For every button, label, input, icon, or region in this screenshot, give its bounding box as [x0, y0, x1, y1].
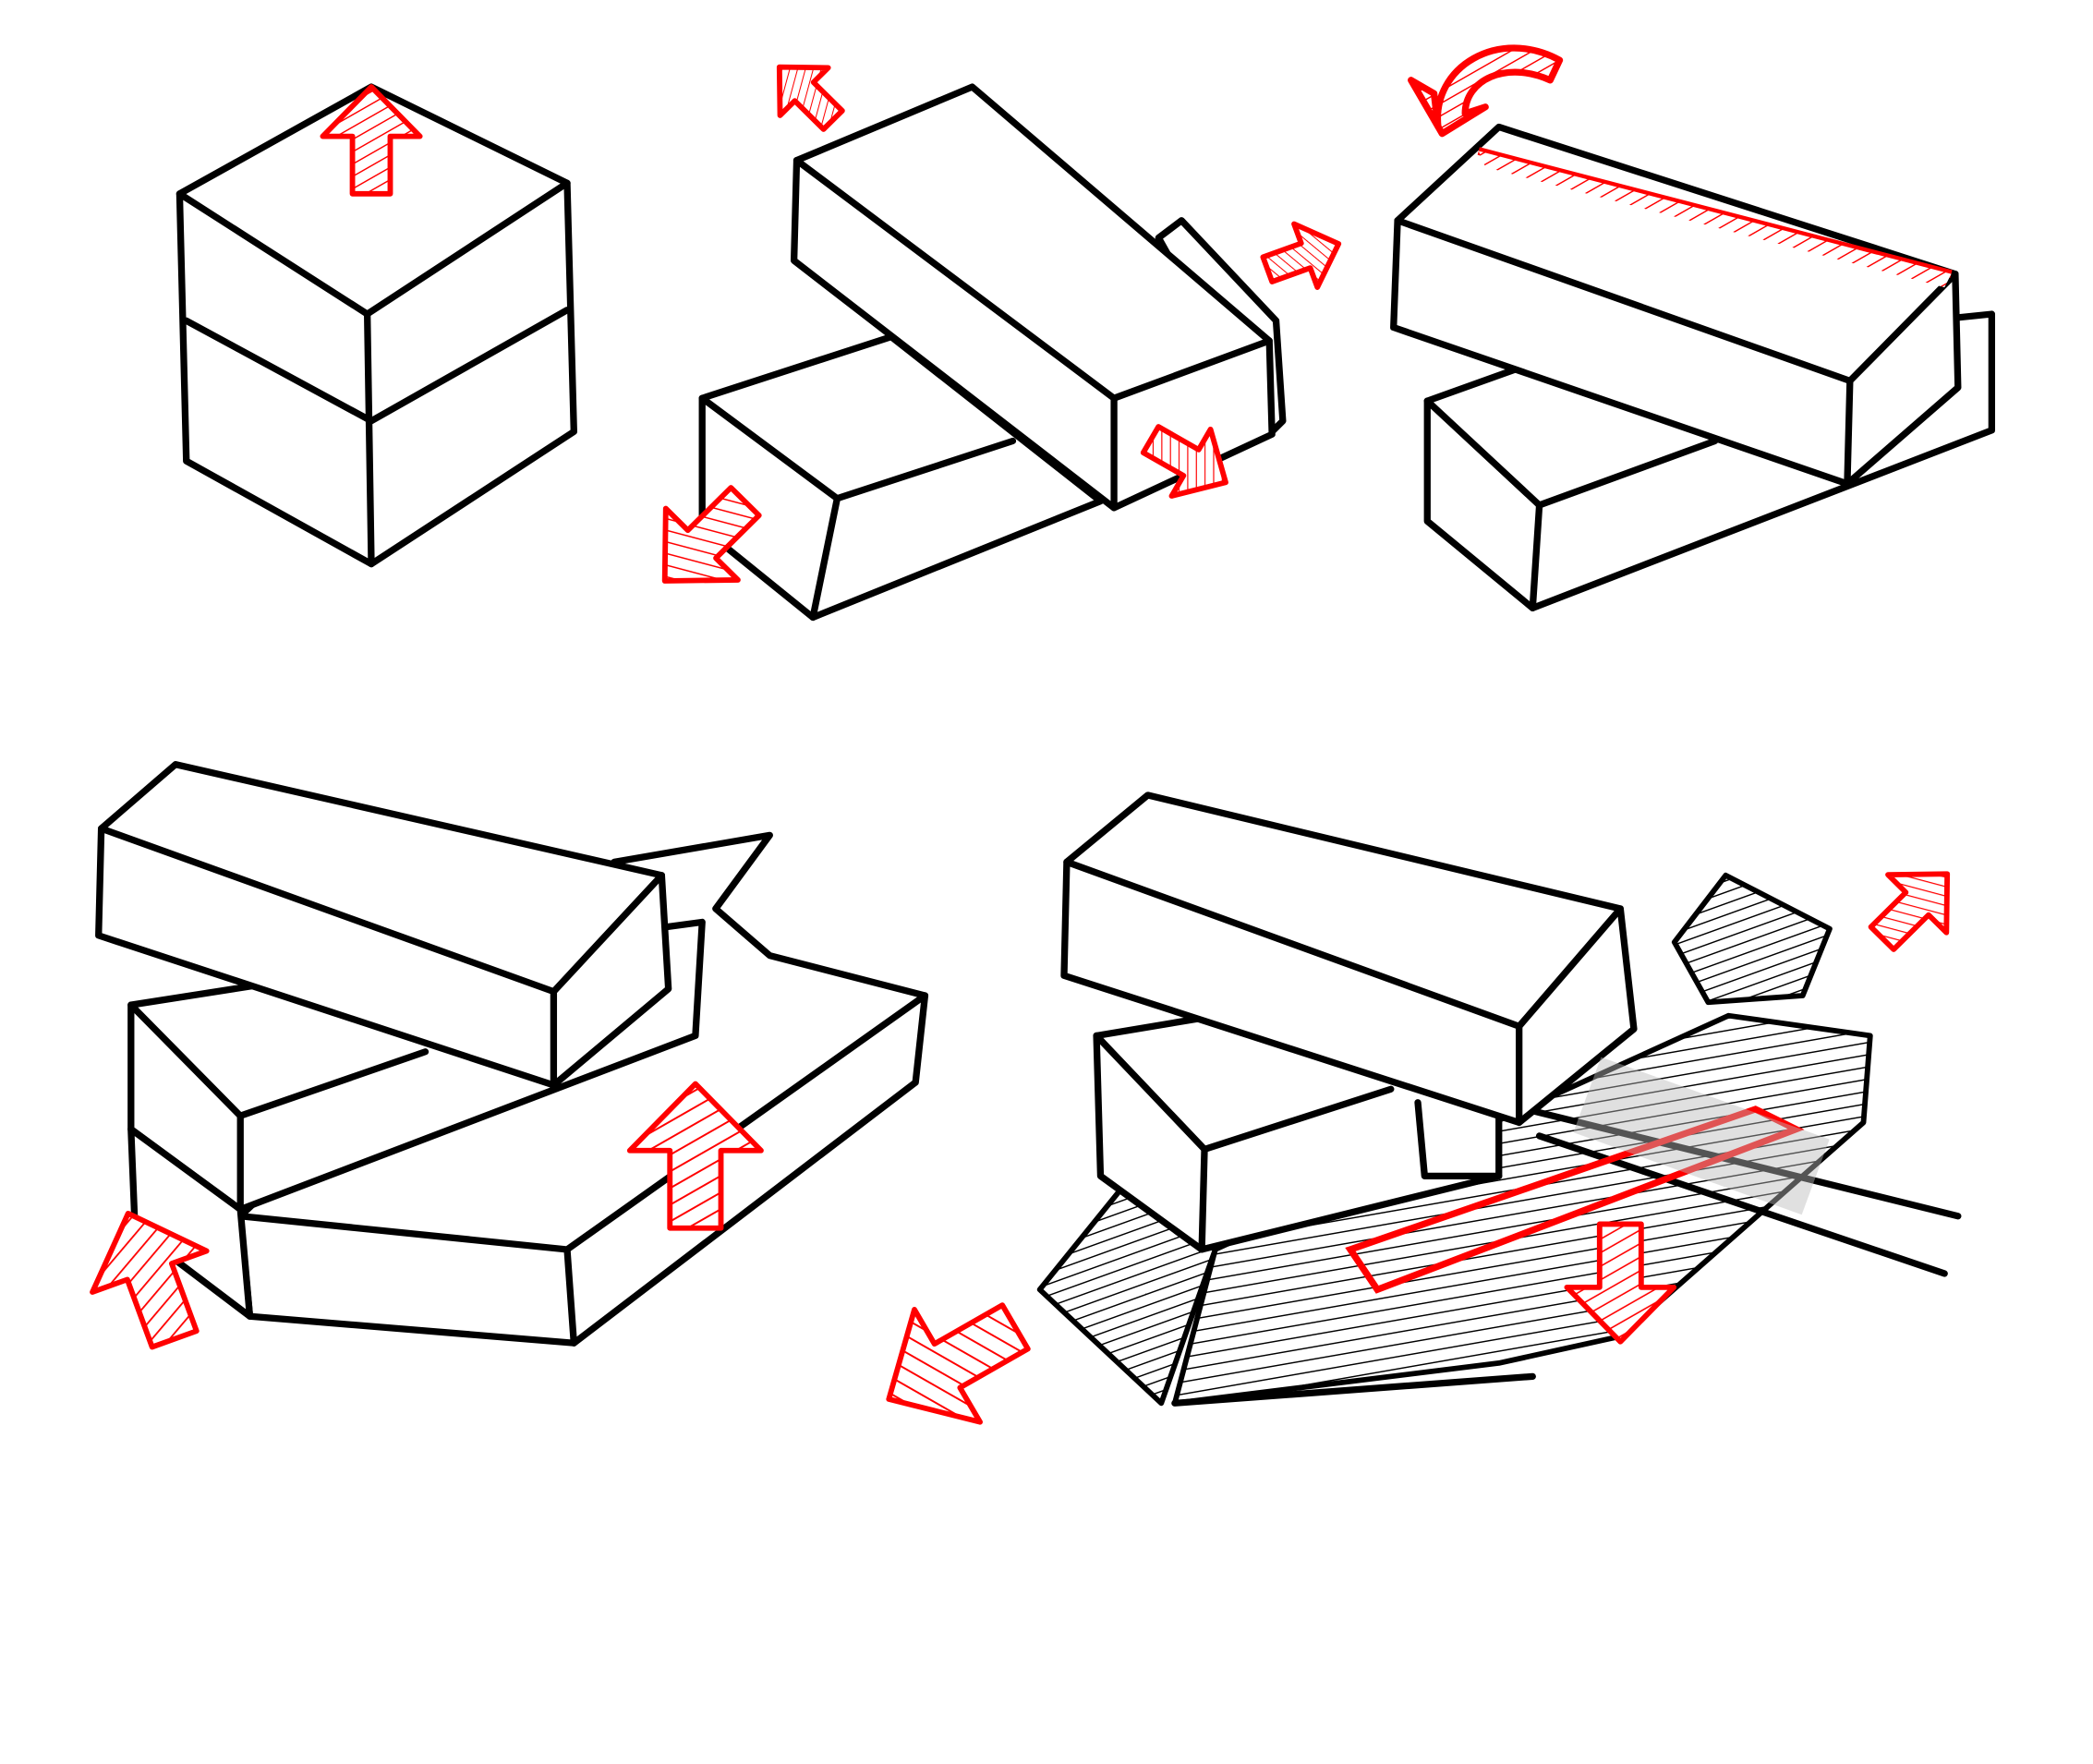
- panel-final-composition: [1036, 791, 1962, 1407]
- arrow-icon: [886, 1302, 1031, 1425]
- arrow-icon: [1260, 221, 1342, 290]
- panel-rotated-volume: [1390, 123, 1996, 611]
- arrow-icon: [320, 84, 423, 197]
- arrow-icon: [1868, 871, 1951, 952]
- panel-stacked-volumes: [175, 83, 577, 568]
- arrow-icon: [90, 1210, 210, 1350]
- arrow-icon: [776, 64, 845, 132]
- panel-extended-base: [95, 761, 929, 1347]
- red-arrows: [90, 64, 1951, 1425]
- arrow-icon: [626, 1081, 764, 1231]
- arrow-icon: [1140, 424, 1228, 499]
- rotate-arrow-icon: [1408, 44, 1564, 138]
- arrow-icon: [1564, 1221, 1677, 1345]
- arrow-icon: [661, 485, 762, 584]
- panel-shifted-volumes: [698, 83, 1287, 622]
